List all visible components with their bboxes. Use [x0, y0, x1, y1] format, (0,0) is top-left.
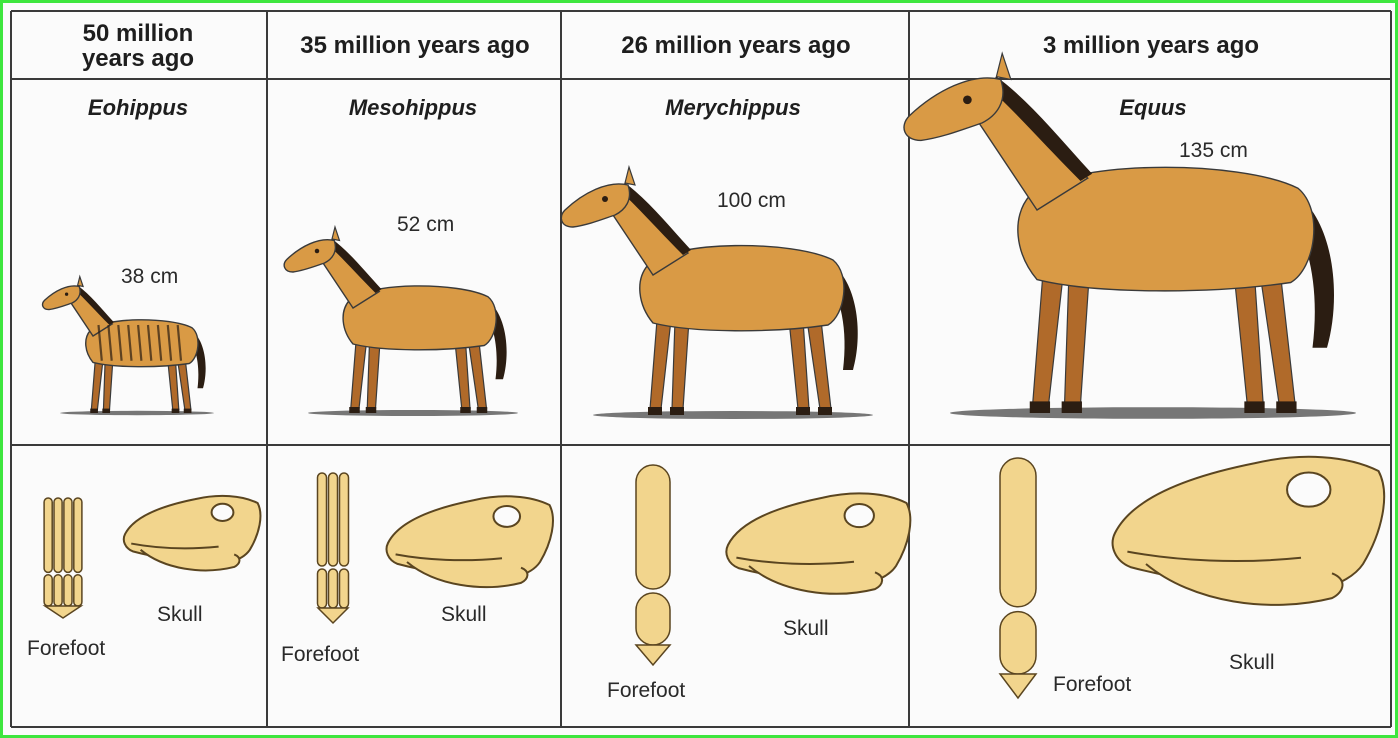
- horse-hoof: [349, 407, 360, 413]
- horse-eye: [963, 95, 972, 104]
- horse-hoof: [172, 409, 180, 413]
- phalanx-bone: [636, 593, 670, 645]
- skull-eye-socket: [493, 506, 520, 527]
- horse-hoof: [1030, 401, 1050, 413]
- horse-hoof: [90, 409, 98, 413]
- forefoot-bones-3: [636, 465, 670, 665]
- phalanx-bone: [44, 575, 52, 606]
- horse-hoof: [366, 407, 377, 413]
- horse-eye: [602, 196, 608, 202]
- phalanx-bone: [64, 575, 72, 606]
- horse-leg: [469, 342, 487, 409]
- horse-leg: [650, 320, 671, 409]
- metacarpal-bone: [54, 498, 62, 572]
- forefoot-bones-2: [318, 473, 349, 623]
- skull-eye-socket: [1287, 473, 1330, 507]
- period-header-3: 26 million years ago: [563, 13, 909, 79]
- skull-illustration-1: [124, 496, 261, 571]
- metacarpal-bone: [1000, 458, 1036, 607]
- skull-illustration-2: [387, 496, 553, 587]
- phalanx-bone: [54, 575, 62, 606]
- height-label-2: 52 cm: [397, 213, 454, 237]
- horse-leg: [367, 342, 380, 409]
- skull-label-3: Skull: [783, 617, 829, 641]
- horse-leg: [807, 320, 831, 409]
- horse-eye: [65, 293, 68, 296]
- skull-label-2: Skull: [441, 603, 487, 627]
- metacarpal-bone: [636, 465, 670, 589]
- horse-leg: [168, 361, 179, 410]
- forefoot-label-3: Forefoot: [607, 679, 685, 703]
- skull-eye-socket: [212, 504, 234, 521]
- metacarpal-bone: [64, 498, 72, 572]
- period-header-4: 3 million years ago: [911, 13, 1391, 79]
- forefoot-label-1: Forefoot: [27, 637, 105, 661]
- horse-leg: [455, 342, 470, 409]
- horse-hoof: [1062, 401, 1082, 413]
- horse-hoof: [670, 407, 684, 415]
- horse-leg: [1260, 275, 1295, 404]
- horse-leg: [1234, 275, 1263, 404]
- horse-hoof: [184, 409, 192, 413]
- horse-hoof: [460, 407, 471, 413]
- horse-hoof: [796, 407, 810, 415]
- species-name-2: Mesohippus: [323, 95, 503, 121]
- skull-eye-socket: [845, 504, 874, 527]
- height-label-4: 135 cm: [1179, 139, 1248, 163]
- forefoot-label-2: Forefoot: [281, 643, 359, 667]
- species-name-1: Eohippus: [63, 95, 213, 121]
- horse-hoof: [102, 409, 110, 413]
- horse-hoof: [1244, 401, 1264, 413]
- horse-leg: [178, 361, 191, 410]
- horse-leg: [103, 361, 112, 410]
- skull-label-1: Skull: [157, 603, 203, 627]
- metacarpal-bone: [329, 473, 338, 566]
- phalanx-bone: [329, 569, 338, 608]
- metacarpal-bone: [318, 473, 327, 566]
- horse-hoof: [1276, 401, 1296, 413]
- hoof-bone: [1000, 674, 1036, 698]
- horse-ear: [78, 277, 84, 287]
- forefoot-label-4: Forefoot: [1053, 673, 1131, 697]
- horse-ear: [332, 227, 340, 241]
- height-label-3: 100 cm: [717, 189, 786, 213]
- horse-leg: [1033, 275, 1063, 404]
- hoof-bone: [636, 645, 670, 665]
- species-name-3: Merychippus: [633, 95, 833, 121]
- period-header-2: 35 million years ago: [269, 13, 561, 79]
- metacarpal-bone: [340, 473, 349, 566]
- horse-leg: [672, 320, 689, 409]
- metacarpal-bone: [74, 498, 82, 572]
- horse-leg: [351, 342, 367, 409]
- horse-leg: [91, 361, 103, 410]
- phalanx-bone: [318, 569, 327, 608]
- phalanx-bone: [74, 575, 82, 606]
- period-header-1: 50 million years ago: [43, 13, 233, 79]
- horse-leg: [1065, 275, 1090, 404]
- horse-hoof: [818, 407, 832, 415]
- height-label-1: 38 cm: [121, 265, 178, 289]
- horse-ear: [625, 167, 635, 185]
- hoof-bone: [318, 608, 348, 623]
- forefoot-bones-1: [44, 498, 82, 618]
- skull-label-4: Skull: [1229, 651, 1275, 675]
- horse-illustration-2: [284, 227, 518, 416]
- horse-eye: [315, 249, 320, 254]
- horse-hoof: [477, 407, 488, 413]
- metacarpal-bone: [44, 498, 52, 572]
- phalanx-bone: [340, 569, 349, 608]
- phalanx-bone: [1000, 612, 1036, 674]
- skull-illustration-3: [726, 493, 910, 593]
- horse-illustration-1: [43, 277, 214, 416]
- horse-hoof: [648, 407, 662, 415]
- horse-leg: [789, 320, 809, 409]
- species-name-4: Equus: [1073, 95, 1233, 121]
- skull-illustration-4: [1113, 457, 1385, 605]
- hoof-bone: [45, 606, 81, 618]
- forefoot-bones-4: [1000, 458, 1036, 698]
